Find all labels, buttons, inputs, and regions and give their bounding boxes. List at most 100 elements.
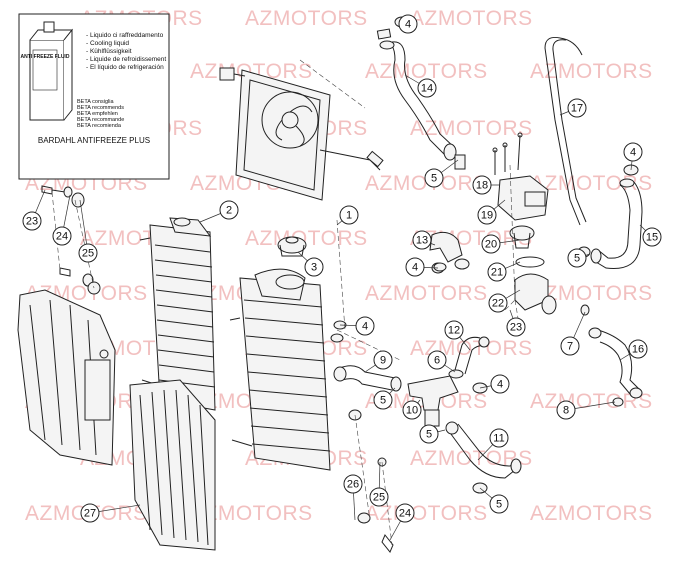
watermark-text: AZMOTORS: [410, 447, 533, 470]
callout-circle: [405, 257, 425, 277]
callout-circle: [355, 316, 375, 336]
hose-11: [448, 336, 490, 379]
label-line-3: - Liquide de refroidissement: [86, 56, 166, 63]
callout-number: 19: [481, 210, 493, 222]
label-line-2: - Kühlflüssigkeit: [86, 48, 132, 55]
callout-number: 24: [399, 508, 411, 520]
left-radiator: [139, 217, 216, 411]
callout-circle: [506, 317, 526, 337]
callout-circle: [402, 400, 422, 420]
callout-circle: [489, 494, 509, 514]
callout-circle: [487, 262, 507, 282]
callout-number: 5: [426, 429, 432, 441]
callout-circle: [373, 390, 393, 410]
callout-5: 5: [567, 248, 587, 268]
radiator-cap: [277, 236, 307, 257]
callout-19: 19: [477, 205, 497, 225]
callout-number: 26: [347, 479, 359, 491]
product-name: BARDAHL ANTIFREEZE PLUS: [38, 136, 150, 145]
callout-5: 5: [419, 424, 439, 444]
callout-18: 18: [472, 175, 492, 195]
callout-24: 24: [52, 226, 72, 246]
callout-circle: [477, 205, 497, 225]
callout-number: 4: [362, 321, 368, 333]
callout-16: 16: [628, 339, 648, 359]
callout-number: 14: [421, 83, 433, 95]
cooling-fan-assembly: [219, 67, 384, 201]
callout-8: 8: [556, 400, 576, 420]
beta-line-4: BETA recomienda: [77, 123, 122, 129]
right-radiator: [229, 268, 331, 471]
antifreeze-label-box: ANTI FREEZE FLUID - Liquido ci raffredda…: [18, 13, 170, 180]
callout-number: 5: [380, 395, 386, 407]
callout-circle: [304, 257, 324, 277]
callout-14: 14: [417, 78, 437, 98]
watermark-text: AZMOTORS: [365, 172, 488, 195]
callout-number: 3: [311, 262, 317, 274]
callout-11: 11: [489, 428, 509, 448]
callout-circle: [339, 205, 359, 225]
callout-number: 5: [431, 173, 437, 185]
callout-circle: [369, 487, 389, 507]
callout-number: 25: [373, 492, 385, 504]
callout-24: 24: [395, 503, 415, 523]
callout-number: 11: [493, 433, 504, 445]
callout-5: 5: [489, 494, 509, 514]
watermark-text: AZMOTORS: [245, 7, 368, 30]
beta-line-3: BETA recommande: [77, 117, 124, 123]
callout-circle: [419, 424, 439, 444]
callout-circle: [488, 293, 508, 313]
callout-2: 2: [219, 200, 239, 220]
callout-20: 20: [481, 234, 501, 254]
callout-circle: [22, 211, 42, 231]
callout-circle: [78, 243, 98, 263]
callout-circle: [424, 168, 444, 188]
callout-number: 12: [448, 325, 460, 337]
callout-13: 13: [412, 230, 432, 250]
callout-3: 3: [304, 257, 324, 277]
callout-number: 20: [485, 239, 497, 251]
callout-9: 9: [373, 350, 393, 370]
beta-line-0: BETA consiglia: [77, 99, 115, 105]
callout-number: 4: [630, 147, 636, 159]
overflow-tube-16: [544, 37, 587, 226]
callout-number: 22: [492, 298, 504, 310]
callout-number: 4: [412, 262, 418, 274]
callout-circle: [623, 142, 643, 162]
y-piece-9: [407, 375, 459, 427]
callout-number: 4: [497, 379, 503, 391]
beta-line-1: BETA recommends: [77, 105, 124, 111]
callout-number: 6: [434, 355, 440, 367]
radiator-grille: [129, 379, 216, 551]
assembly-guide-lines: [51, 59, 521, 546]
callout-5: 5: [373, 390, 393, 410]
callout-number: 10: [406, 405, 418, 417]
watermark-text: AZMOTORS: [190, 502, 313, 525]
callout-7: 7: [560, 336, 580, 356]
watermark-text: AZMOTORS: [365, 502, 488, 525]
watermark-text: AZMOTORS: [530, 282, 653, 305]
callout-27: 27: [80, 503, 100, 523]
callout-circle: [642, 227, 662, 247]
callout-number: 18: [476, 180, 488, 192]
callout-circle: [80, 503, 100, 523]
hose-15: [588, 327, 643, 407]
callout-4: 4: [355, 316, 375, 336]
callout-5: 5: [424, 168, 444, 188]
callout-number: 2: [226, 205, 232, 217]
callout-4: 4: [405, 257, 425, 277]
callout-number: 21: [491, 267, 503, 279]
callout-layer: 1234444455555678910111213141516171819202…: [22, 14, 662, 541]
hose-10: [445, 421, 522, 479]
callout-number: 5: [574, 253, 580, 265]
callout-26: 26: [343, 474, 363, 494]
callout-number: 1: [346, 210, 352, 222]
callout-23: 23: [22, 211, 42, 231]
callout-23: 23: [506, 317, 526, 337]
label-line-0: - Liquido ci raffreddamento: [86, 32, 164, 39]
watermark-text: AZMOTORS: [530, 502, 653, 525]
callout-6: 6: [427, 350, 447, 370]
callout-15: 15: [642, 227, 662, 247]
callout-circle: [444, 320, 464, 340]
